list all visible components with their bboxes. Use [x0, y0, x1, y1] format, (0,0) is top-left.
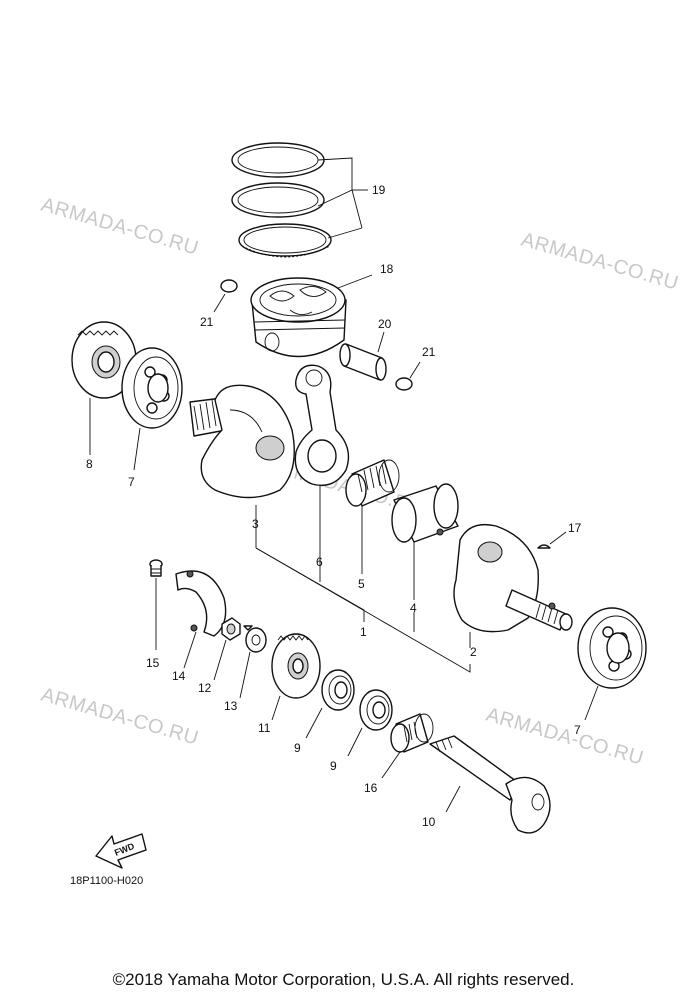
balancer-weight	[175, 570, 227, 637]
lock-washer	[243, 625, 267, 653]
crankshaft-left-half	[189, 384, 295, 499]
connecting-rod	[294, 364, 350, 487]
bearing-9b	[359, 689, 393, 731]
fwd-arrow-icon: FWD	[95, 833, 147, 869]
needle-bearing-balancer	[390, 713, 434, 753]
woodruff-key	[537, 544, 551, 549]
callout-19: 19	[372, 183, 386, 197]
bearing-right	[577, 607, 647, 689]
needle-bearing-crankpin	[345, 459, 400, 507]
bolt	[149, 559, 163, 577]
nut	[221, 617, 241, 641]
callout-9-right: 9	[330, 759, 337, 773]
piston-pin	[339, 343, 387, 381]
callout-5: 5	[358, 577, 365, 591]
piston-rings	[231, 142, 332, 258]
callout-21-left: 21	[200, 315, 214, 329]
diagram-code: 18P1100-H020	[70, 875, 143, 887]
circlip-left	[220, 279, 238, 293]
crankshaft-right-half	[453, 523, 573, 633]
copyright-notice: ©2018 Yamaha Motor Corporation, U.S.A. A…	[112, 970, 575, 989]
callout-16: 16	[364, 781, 378, 795]
bearing-9a	[321, 669, 355, 711]
circlip-right	[395, 377, 413, 391]
callout-3: 3	[252, 517, 259, 531]
callout-18: 18	[380, 262, 394, 276]
callout-13: 13	[224, 699, 238, 713]
callout-17: 17	[568, 521, 582, 535]
callout-7-right: 7	[574, 723, 581, 737]
callout-2: 2	[470, 645, 477, 659]
balancer-drive-gear	[271, 633, 321, 699]
callout-11: 11	[258, 721, 271, 735]
callout-8: 8	[86, 457, 93, 471]
callout-20: 20	[378, 317, 392, 331]
crank-pin	[391, 483, 459, 543]
callout-12: 12	[198, 681, 212, 695]
callout-10: 10	[422, 815, 436, 829]
watermark: ARMADA-CO.RU	[519, 229, 681, 295]
piston	[250, 277, 347, 358]
primary-drive-gear	[71, 321, 137, 399]
assembly-bracket	[255, 547, 471, 673]
callout-21-right: 21	[422, 345, 436, 359]
callout-4: 4	[410, 601, 417, 615]
watermark: ARMADA-CO.RU	[484, 704, 646, 770]
callout-6: 6	[316, 555, 323, 569]
callout-7-left: 7	[128, 475, 135, 489]
callout-15: 15	[146, 656, 160, 670]
callout-1: 1	[360, 625, 367, 639]
balancer-shaft	[429, 735, 551, 834]
callout-9-left: 9	[294, 741, 301, 755]
watermark: ARMADA-CO.RU	[39, 194, 201, 260]
callout-14: 14	[172, 669, 186, 683]
watermark: ARMADA-CO.RU	[39, 684, 201, 750]
bearing-left	[121, 347, 183, 429]
